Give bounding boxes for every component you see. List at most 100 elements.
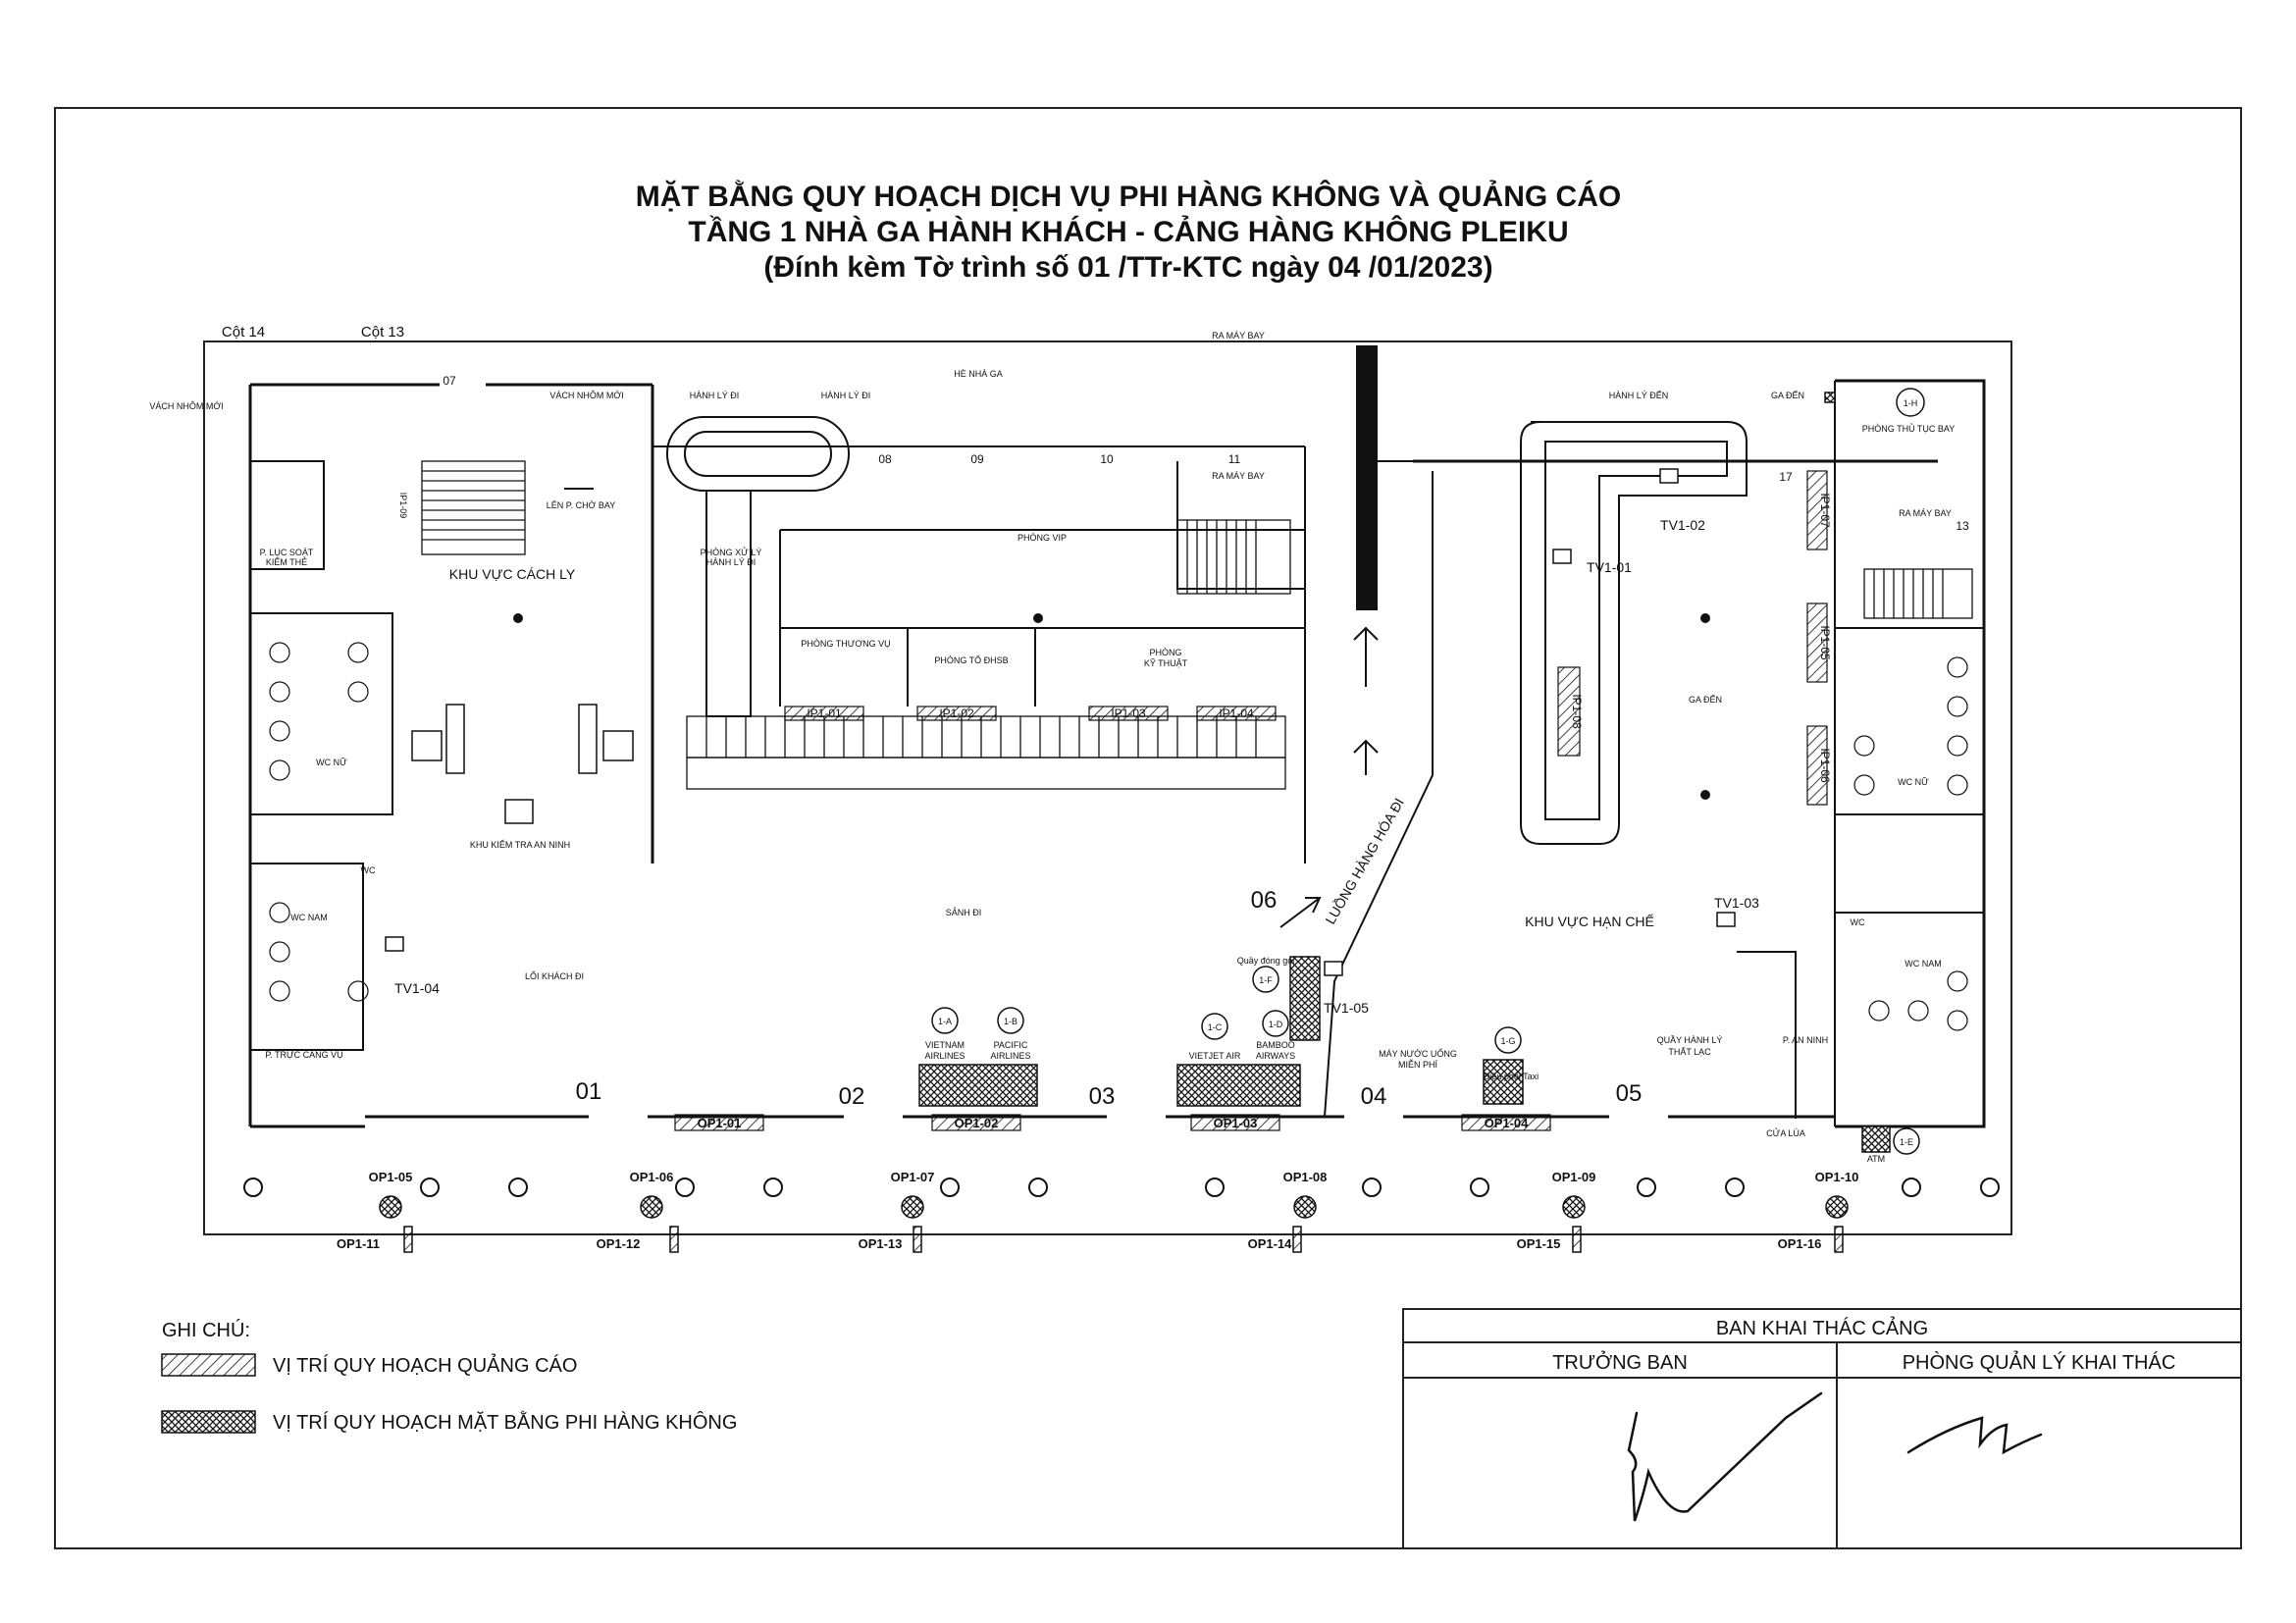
ad-label-op1-14: OP1-14 <box>1248 1236 1293 1251</box>
door-03: 03 <box>1089 1083 1116 1110</box>
label-phong-vip: PHÒNG VIP <box>1018 533 1067 543</box>
label-len-p-cho-bay: LÊN P. CHỜ BAY <box>547 500 615 510</box>
label-khu-vuc-han-che: KHU VỰC HẠN CHẾ <box>1525 914 1654 929</box>
door-12: 12 <box>1365 452 1379 466</box>
label-khu-vuc-cach-ly: KHU VỰC CÁCH LY <box>449 566 576 582</box>
label-wc-nu-right: WC NỮ <box>1898 777 1929 787</box>
label-p-luc-soat: P. LỤC SOÁT <box>260 548 314 557</box>
door-04: 04 <box>1361 1083 1387 1110</box>
label-may-nuoc-1: MÁY NƯỚC UỐNG <box>1379 1048 1457 1059</box>
counter-1a-line2: AIRLINES <box>924 1051 965 1061</box>
label-vach-nhom-mid: VÁCH NHÔM MỚI <box>549 391 623 400</box>
ad-label-op1-02: OP1-02 <box>955 1116 999 1130</box>
label-hanh-ly-den: HÀNH LÝ ĐẾN <box>1609 391 1669 400</box>
ad-label-ip1-04: IP1-04 <box>1219 707 1254 720</box>
legend-ad-swatch <box>161 1353 256 1377</box>
signature-header: BAN KHAI THÁC CẢNG <box>1716 1317 1928 1339</box>
label-sanh-di: SẢNH ĐI <box>946 907 982 917</box>
label-ga-den-mid: GA ĐẾN <box>1689 695 1722 705</box>
label-quay-dong-goi: Quầy đóng gói <box>1237 956 1295 966</box>
door-05: 05 <box>1616 1080 1643 1107</box>
direction-arrows <box>564 488 1379 928</box>
door-13: 13 <box>1956 519 1969 533</box>
door-01: 01 <box>576 1078 602 1105</box>
label-phong-ky-thuat-2: KỸ THUẬT <box>1144 658 1188 668</box>
tv-label-04: TV1-04 <box>394 980 440 996</box>
ad-label-op1-05: OP1-05 <box>369 1170 413 1184</box>
label-hanh-ly-di-2: HÀNH LÝ ĐI <box>821 391 871 400</box>
service-ladder-track <box>1356 345 1378 610</box>
ad-label-op1-09: OP1-09 <box>1552 1170 1596 1184</box>
label-phong-xu-ly: PHÒNG XỬ LÝ <box>701 547 762 557</box>
counter-1g-id: 1-G <box>1500 1036 1515 1046</box>
ad-label-op1-12: OP1-12 <box>597 1236 641 1251</box>
counter-1a-line1: VIETNAM <box>925 1040 965 1050</box>
title-line-2: TẦNG 1 NHÀ GA HÀNH KHÁCH - CẢNG HÀNG KHÔ… <box>688 215 1568 248</box>
label-he-nha-ga: HÈ NHÀ GA <box>954 369 1003 379</box>
label-cua-lua: CỬA LÙA <box>1766 1127 1805 1138</box>
door-07: 07 <box>443 374 456 388</box>
stairs-left <box>421 460 526 555</box>
ad-label-ip1-01: IP1-01 <box>807 707 842 720</box>
label-wc-right: WC <box>1851 917 1865 927</box>
outdoor-ad-posts <box>379 1195 1849 1219</box>
signature-left-title: TRƯỞNG BAN <box>1552 1350 1688 1374</box>
counter-1b-line2: AIRLINES <box>990 1051 1030 1061</box>
title-line-1: MẶT BẰNG QUY HOẠCH DỊCH VỤ PHI HÀNG KHÔN… <box>636 180 1621 213</box>
label-loi-khach-di: LỐI KHÁCH ĐI <box>525 970 584 981</box>
counter-1h-id: 1-H <box>1904 398 1918 408</box>
column-14-label: Cột 14 <box>222 324 265 340</box>
signature-block <box>1402 1308 2242 1549</box>
counter-marker-labels: 1-A 1-B 1-C 1-D 1-E 1-F 1-G 1-H VIETNAM … <box>924 398 1917 1147</box>
legend-non-aviation-swatch <box>161 1410 256 1434</box>
label-ra-may-bay-mid: RA MÁY BAY <box>1212 471 1265 481</box>
security-screening-lanes <box>411 704 634 824</box>
non-aviation-areas <box>918 392 1891 1153</box>
ad-label-ip1-02: IP1-02 <box>939 707 974 720</box>
title-line-3: (Đính kèm Tờ trình số 01 /TTr-KTC ngày 0… <box>763 251 1492 284</box>
ad-label-op1-10: OP1-10 <box>1815 1170 1859 1184</box>
ad-label-ip1-06: IP1-06 <box>1818 748 1832 783</box>
label-phong-thu-tuc-bay: PHÒNG THỦ TỤC BAY <box>1862 423 1956 434</box>
pole-ads <box>403 1226 1844 1253</box>
label-ra-may-bay-right: RA MÁY BAY <box>1899 508 1952 518</box>
legend-heading: GHI CHÚ: <box>162 1319 250 1341</box>
counter-1b-line1: PACIFIC <box>994 1040 1028 1050</box>
label-p-an-ninh: P. AN NINH <box>1783 1035 1828 1045</box>
label-quay-hanh-ly-1: QUẦY HÀNH LÝ <box>1657 1035 1723 1045</box>
label-atm: ATM <box>1867 1154 1885 1164</box>
label-ga-den-top: GA ĐẾN <box>1771 391 1804 400</box>
ad-label-ip1-05: IP1-05 <box>1818 625 1832 660</box>
tv-labels: TV1-01 TV1-02 TV1-03 TV1-04 TV1-05 <box>394 517 1759 1016</box>
ad-label-ip1-08: IP1-08 <box>1570 694 1584 729</box>
counter-1f-id: 1-F <box>1259 975 1273 985</box>
door-02: 02 <box>839 1083 865 1110</box>
counter-1a-id: 1-A <box>938 1017 952 1026</box>
label-phong-to-dhsb: PHÒNG TỔ ĐHSB <box>934 654 1008 665</box>
ad-panel-labels-ip: IP1-01 IP1-02 IP1-03 IP1-04 IP1-07 IP1-0… <box>398 493 1832 783</box>
room-labels: VÁCH NHÔM MỚI VÁCH NHÔM MỚI HÀNH LÝ ĐI H… <box>149 331 1955 1164</box>
ad-label-op1-08: OP1-08 <box>1283 1170 1328 1184</box>
ad-label-op1-15: OP1-15 <box>1517 1236 1561 1251</box>
door-06: 06 <box>1251 887 1278 914</box>
ad-panels-ip <box>784 470 1828 806</box>
plan-title: MẶT BẰNG QUY HOẠCH DỊCH VỤ PHI HÀNG KHÔN… <box>636 180 1621 284</box>
label-hanh-ly-di-1: HÀNH LÝ ĐI <box>690 391 740 400</box>
ad-label-op1-01: OP1-01 <box>698 1116 742 1130</box>
label-may-nuoc-2: MIỄN PHÍ <box>1398 1059 1438 1070</box>
signature-block-text: BAN KHAI THÁC CẢNG TRƯỞNG BAN PHÒNG QUẢN… <box>1552 1317 2175 1374</box>
ad-label-op1-11: OP1-11 <box>337 1236 380 1251</box>
stairs-middle <box>1176 519 1291 595</box>
column-13-label: Cột 13 <box>361 324 404 340</box>
label-hanh-ly-di-3: HÀNH LÝ ĐI <box>706 557 757 567</box>
ad-label-op1-03: OP1-03 <box>1214 1116 1258 1130</box>
tv-label-03: TV1-03 <box>1714 895 1759 911</box>
counter-1b-id: 1-B <box>1004 1017 1018 1026</box>
ad-label-op1-13: OP1-13 <box>859 1236 903 1251</box>
ad-panel-labels-op-front: OP1-01 OP1-02 OP1-03 OP1-04 <box>698 1116 1530 1130</box>
stairs-right <box>1863 568 1973 619</box>
signature-right-title: PHÒNG QUẢN LÝ KHAI THÁC <box>1903 1351 2176 1374</box>
legend: GHI CHÚ: VỊ TRÍ QUY HOẠCH QUẢNG CÁO VỊ T… <box>161 1319 737 1434</box>
tv-label-01: TV1-01 <box>1587 559 1632 575</box>
